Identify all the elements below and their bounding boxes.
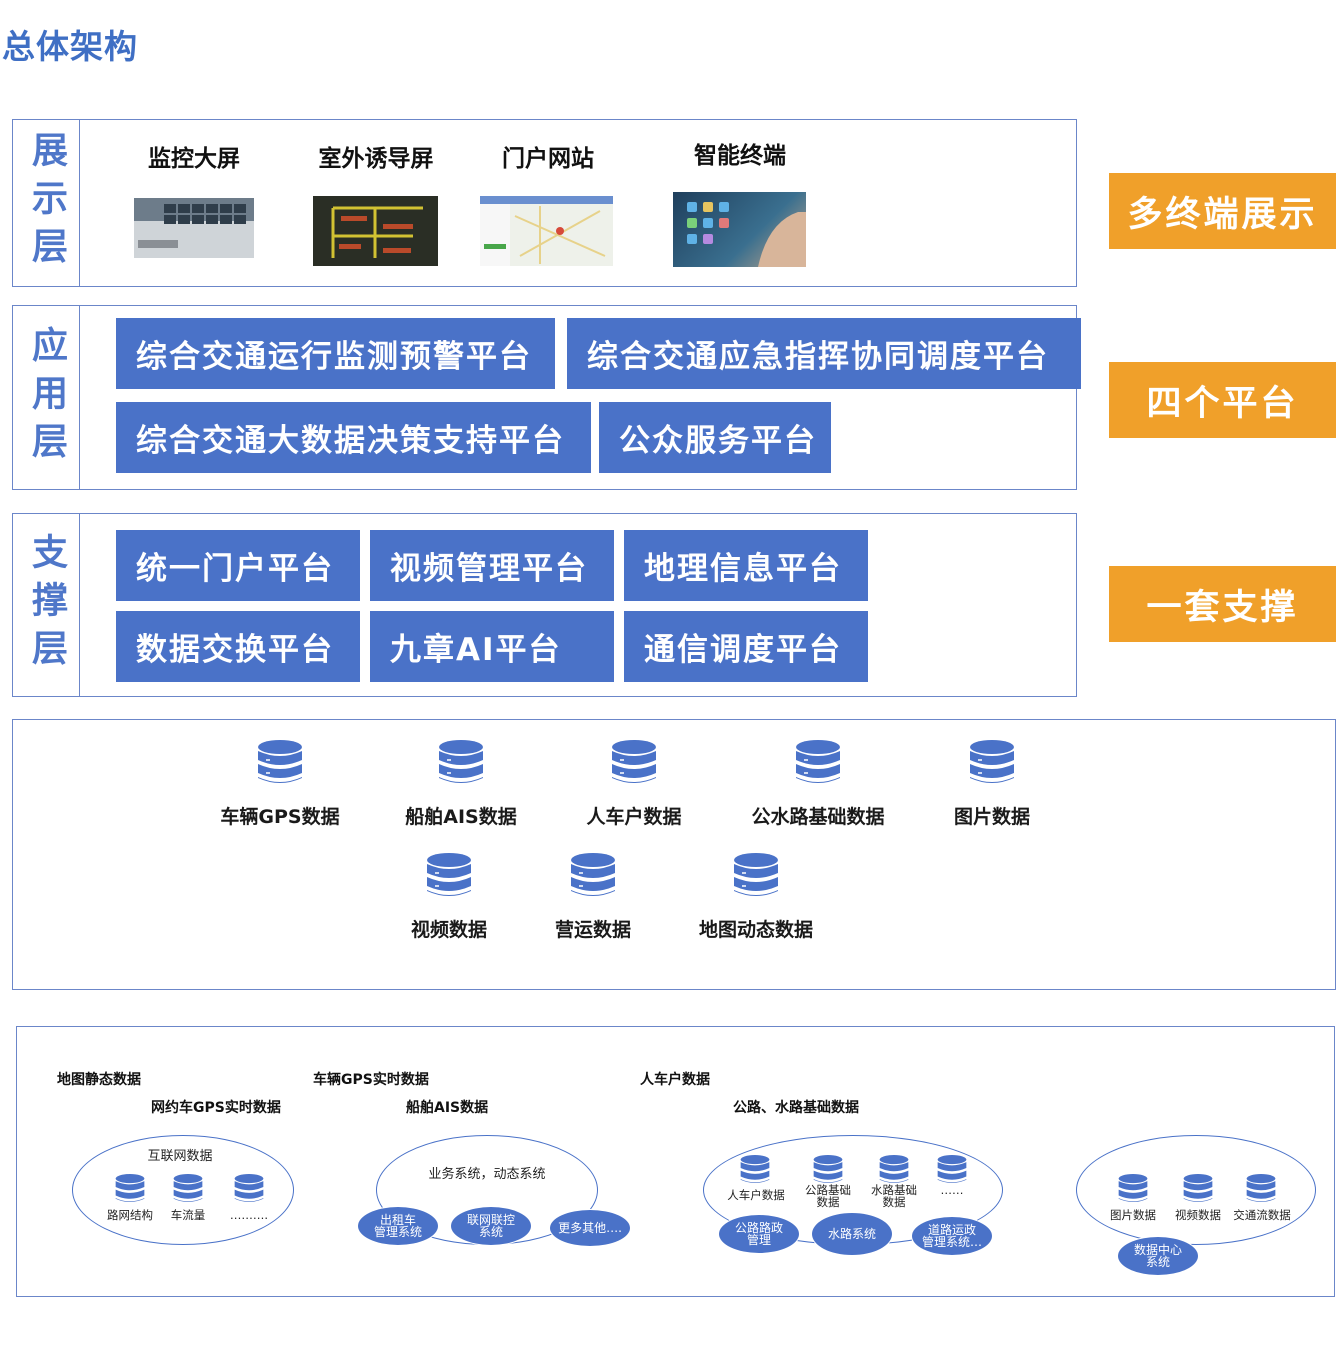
data-source-item: 营运数据 xyxy=(508,853,678,942)
data-source-item: 视频数据 xyxy=(364,853,534,942)
media-data-ellipse xyxy=(1076,1135,1316,1245)
system-blob: 数据中心 系统 xyxy=(1117,1236,1199,1276)
database-icon xyxy=(612,740,656,783)
side-tag: 四个平台 xyxy=(1109,362,1336,438)
database-icon xyxy=(1246,1174,1276,1203)
data-source-item: 公水路基础数据 xyxy=(733,740,903,829)
application-layer-label: 应用层 xyxy=(13,306,80,489)
cluster-item-label: 路网结构 xyxy=(107,1208,153,1222)
bottom-label: 地图静态数据 xyxy=(57,1072,141,1088)
database-icon xyxy=(427,853,471,896)
system-blob: 水路系统 xyxy=(811,1212,893,1256)
support-layer-label: 支撑层 xyxy=(13,514,80,696)
display-item-label: 室外诱导屏 xyxy=(318,146,434,172)
portal-site-image xyxy=(480,196,613,266)
data-source-item: 图片数据 xyxy=(907,740,1077,829)
system-blob: 道路运政 管理系统… xyxy=(911,1216,993,1256)
cluster-item-label: 交通流数据 xyxy=(1233,1208,1291,1222)
database-icon xyxy=(970,740,1014,783)
database-icon xyxy=(879,1155,909,1184)
database-icon xyxy=(813,1155,843,1184)
database-icon xyxy=(740,1155,770,1184)
cluster-item-label: …… xyxy=(940,1183,964,1197)
data-source-item: 船舶AIS数据 xyxy=(376,740,546,829)
side-tag: 多终端展示 xyxy=(1109,173,1336,249)
display-item-label: 门户网站 xyxy=(502,146,594,172)
platform-box: 公众服务平台 xyxy=(599,402,831,473)
cluster-title: 业务系统，动态系统 xyxy=(428,1167,546,1182)
system-blob: 更多其他…. xyxy=(549,1209,631,1247)
cluster-title: 互联网数据 xyxy=(147,1149,213,1164)
bottom-label: 人车户数据 xyxy=(640,1072,710,1088)
bottom-source-panel xyxy=(16,1026,1335,1297)
bottom-label: 船舶AIS数据 xyxy=(406,1100,489,1116)
display-layer: 展示层 xyxy=(12,119,1077,287)
bottom-label: 车辆GPS实时数据 xyxy=(313,1072,429,1088)
platform-box: 九章AI平台 xyxy=(370,611,614,682)
bottom-label: 网约车GPS实时数据 xyxy=(151,1100,281,1116)
database-icon xyxy=(1183,1174,1213,1203)
display-item-label: 智能终端 xyxy=(694,143,786,169)
system-blob: 联网联控 系统 xyxy=(450,1206,532,1246)
cluster-item-label: 图片数据 xyxy=(1110,1208,1156,1222)
page-title: 总体架构 xyxy=(2,27,138,66)
internet-data-ellipse xyxy=(72,1135,294,1245)
platform-box: 通信调度平台 xyxy=(624,611,868,682)
platform-box: 地理信息平台 xyxy=(624,530,868,601)
guide-screen-image xyxy=(313,196,438,266)
database-icon xyxy=(796,740,840,783)
cluster-item-label: ………. xyxy=(229,1208,269,1222)
database-icon xyxy=(439,740,483,783)
database-icon xyxy=(258,740,302,783)
smart-terminal-image xyxy=(673,192,806,267)
data-source-item: 人车户数据 xyxy=(549,740,719,829)
system-blob: 公路路政 管理 xyxy=(718,1214,800,1254)
cluster-item-label: 车流量 xyxy=(170,1208,206,1222)
side-tag: 一套支撑 xyxy=(1109,566,1336,642)
data-source-item: 车辆GPS数据 xyxy=(195,740,365,829)
database-icon xyxy=(234,1174,264,1203)
cluster-item-label: 人车户数据 xyxy=(727,1188,785,1202)
data-source-item: 地图动态数据 xyxy=(671,853,841,942)
cluster-item-label: 公路基础 数据 xyxy=(805,1183,851,1209)
system-blob: 出租车 管理系统 xyxy=(357,1206,439,1246)
database-icon xyxy=(937,1155,967,1184)
platform-box: 综合交通大数据决策支持平台 xyxy=(116,402,591,473)
display-item-label: 监控大屏 xyxy=(148,146,240,172)
cluster-item-label: 视频数据 xyxy=(1175,1208,1221,1222)
platform-box: 视频管理平台 xyxy=(370,530,614,601)
platform-box: 数据交换平台 xyxy=(116,611,360,682)
database-icon xyxy=(1118,1174,1148,1203)
bottom-label: 公路、水路基础数据 xyxy=(733,1100,859,1116)
display-layer-label: 展示层 xyxy=(13,120,80,286)
database-icon xyxy=(571,853,615,896)
monitor-wall-image xyxy=(134,198,254,258)
database-icon xyxy=(734,853,778,896)
database-icon xyxy=(173,1174,203,1203)
support-layer: 支撑层 xyxy=(12,513,1077,697)
database-icon xyxy=(115,1174,145,1203)
application-layer: 应用层 xyxy=(12,305,1077,490)
platform-box: 统一门户平台 xyxy=(116,530,360,601)
platform-box: 综合交通运行监测预警平台 xyxy=(116,318,555,389)
platform-box: 综合交通应急指挥协同调度平台 xyxy=(567,318,1081,389)
cluster-item-label: 水路基础 数据 xyxy=(871,1183,917,1209)
